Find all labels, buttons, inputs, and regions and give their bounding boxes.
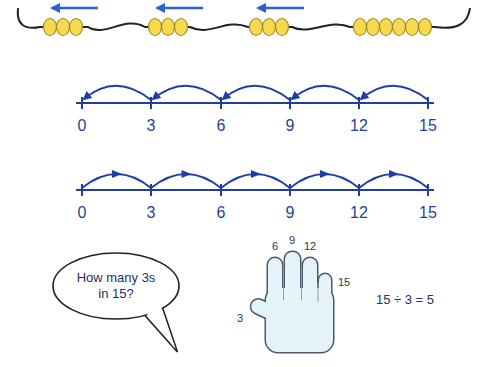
finger-number: 6 — [272, 240, 278, 252]
tick-number: 15 — [419, 117, 437, 135]
finger-lines — [284, 266, 319, 302]
finger-number: 3 — [237, 312, 243, 324]
bubble-body: How many 3s in 15? — [74, 270, 158, 301]
tick-number: 0 — [78, 117, 87, 135]
move-arrows — [52, 7, 304, 10]
tick-number: 6 — [217, 204, 226, 222]
number-line-back — [76, 86, 434, 109]
tick-number: 6 — [217, 117, 226, 135]
jump-heads — [112, 170, 399, 178]
equation: 15 ÷ 3 = 5 — [376, 293, 434, 307]
number-line-forward — [76, 174, 434, 196]
tick-number: 15 — [419, 204, 437, 222]
tick-number: 12 — [350, 204, 368, 222]
beads — [44, 19, 432, 36]
finger-number: 9 — [289, 234, 295, 246]
tick-number: 12 — [350, 117, 368, 135]
finger-number: 15 — [338, 276, 350, 288]
hand-fill — [249, 252, 333, 352]
bubble-tail-fill — [144, 306, 175, 349]
tick-number: 9 — [286, 204, 295, 222]
tick-number: 3 — [147, 117, 156, 135]
tick-number: 3 — [147, 204, 156, 222]
bubble-text: How many 3s in 15? — [74, 270, 158, 301]
tick-number: 0 — [78, 204, 87, 222]
tick-number: 9 — [286, 117, 295, 135]
hand-outline — [249, 252, 333, 352]
finger-number: 12 — [304, 240, 316, 252]
speech-bubble: How many 3s in 15? — [52, 252, 180, 320]
bubble-tail — [142, 306, 178, 352]
